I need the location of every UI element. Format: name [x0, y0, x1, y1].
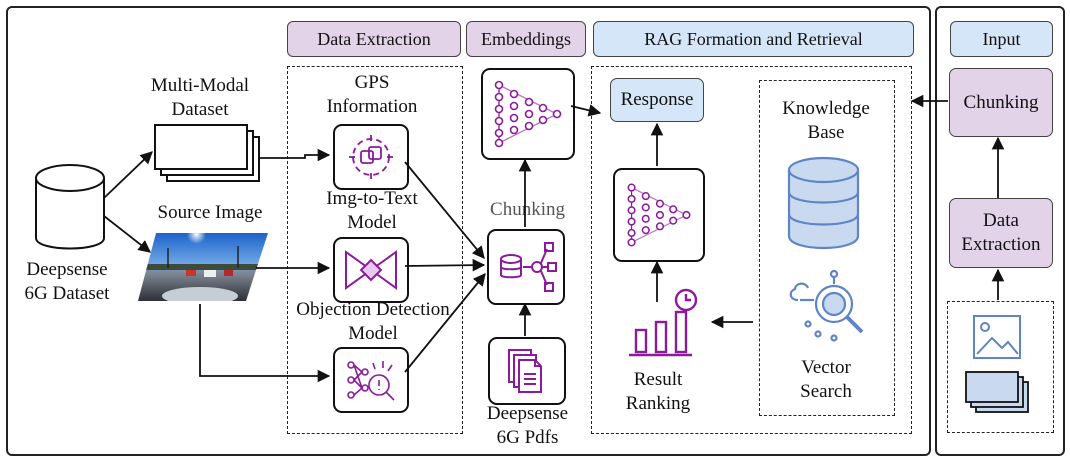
vector-search-label: Vector Search [800, 357, 852, 402]
source-image-photo [138, 233, 268, 301]
source-image-label: Source Image [157, 202, 263, 223]
input-chunking-box: Chunking [949, 68, 1053, 137]
pdfs-icon-box [488, 337, 566, 405]
neural-network-icon [494, 80, 562, 148]
neural-detection-icon [347, 361, 395, 401]
knowledge-database-icon [787, 156, 860, 250]
result-ranking-label: Result Ranking [625, 369, 691, 414]
gps-icon-box [333, 124, 409, 190]
ranking-chart-icon [629, 288, 698, 357]
embeddings-icon-box [481, 68, 575, 160]
header-embeddings: Embeddings [466, 21, 586, 57]
chunking-label: Chunking [490, 199, 565, 220]
pdfs-label: Deepsense 6G Pdfs [486, 403, 569, 448]
main-panel [6, 6, 931, 456]
chunking-icon-box [487, 229, 565, 305]
knowledge-region [759, 80, 895, 416]
neural-network-icon [627, 183, 691, 247]
deepsense-dataset-label: Deepsense 6G Dataset [24, 259, 110, 304]
response-box: Response [610, 78, 704, 122]
vector-search-icon [789, 269, 864, 342]
object-detection-icon-box [333, 347, 409, 413]
knowledge-base-label: Knowledge Base [782, 98, 870, 143]
multimodal-stack-icon [154, 124, 260, 182]
header-rag: RAG Formation and Retrieval [593, 21, 914, 57]
data-extraction-region [287, 66, 463, 434]
hourglass-transform-icon [345, 250, 397, 290]
document-stack-icon [965, 371, 1029, 413]
input-data-region [947, 301, 1054, 433]
dataset-cylinder-icon [35, 164, 105, 250]
header-data-extraction: Data Extraction [287, 21, 461, 57]
rag-region [591, 66, 912, 434]
img-to-text-label: Img-to-Text Model [326, 188, 418, 233]
database-network-icon [500, 242, 557, 292]
documents-icon [508, 349, 542, 393]
object-detection-label: Objection Detection Model [296, 299, 450, 344]
gps-label: GPS Information [326, 72, 418, 117]
input-data-extraction-box: Data Extraction [949, 198, 1053, 268]
image-icon [973, 315, 1021, 359]
header-input: Input [950, 21, 1053, 57]
gps-locate-icon [349, 135, 393, 179]
ranking-model-icon-box [613, 168, 705, 262]
multimodal-dataset-label: Multi-Modal Dataset [150, 75, 250, 120]
img-to-text-icon-box [333, 237, 409, 303]
